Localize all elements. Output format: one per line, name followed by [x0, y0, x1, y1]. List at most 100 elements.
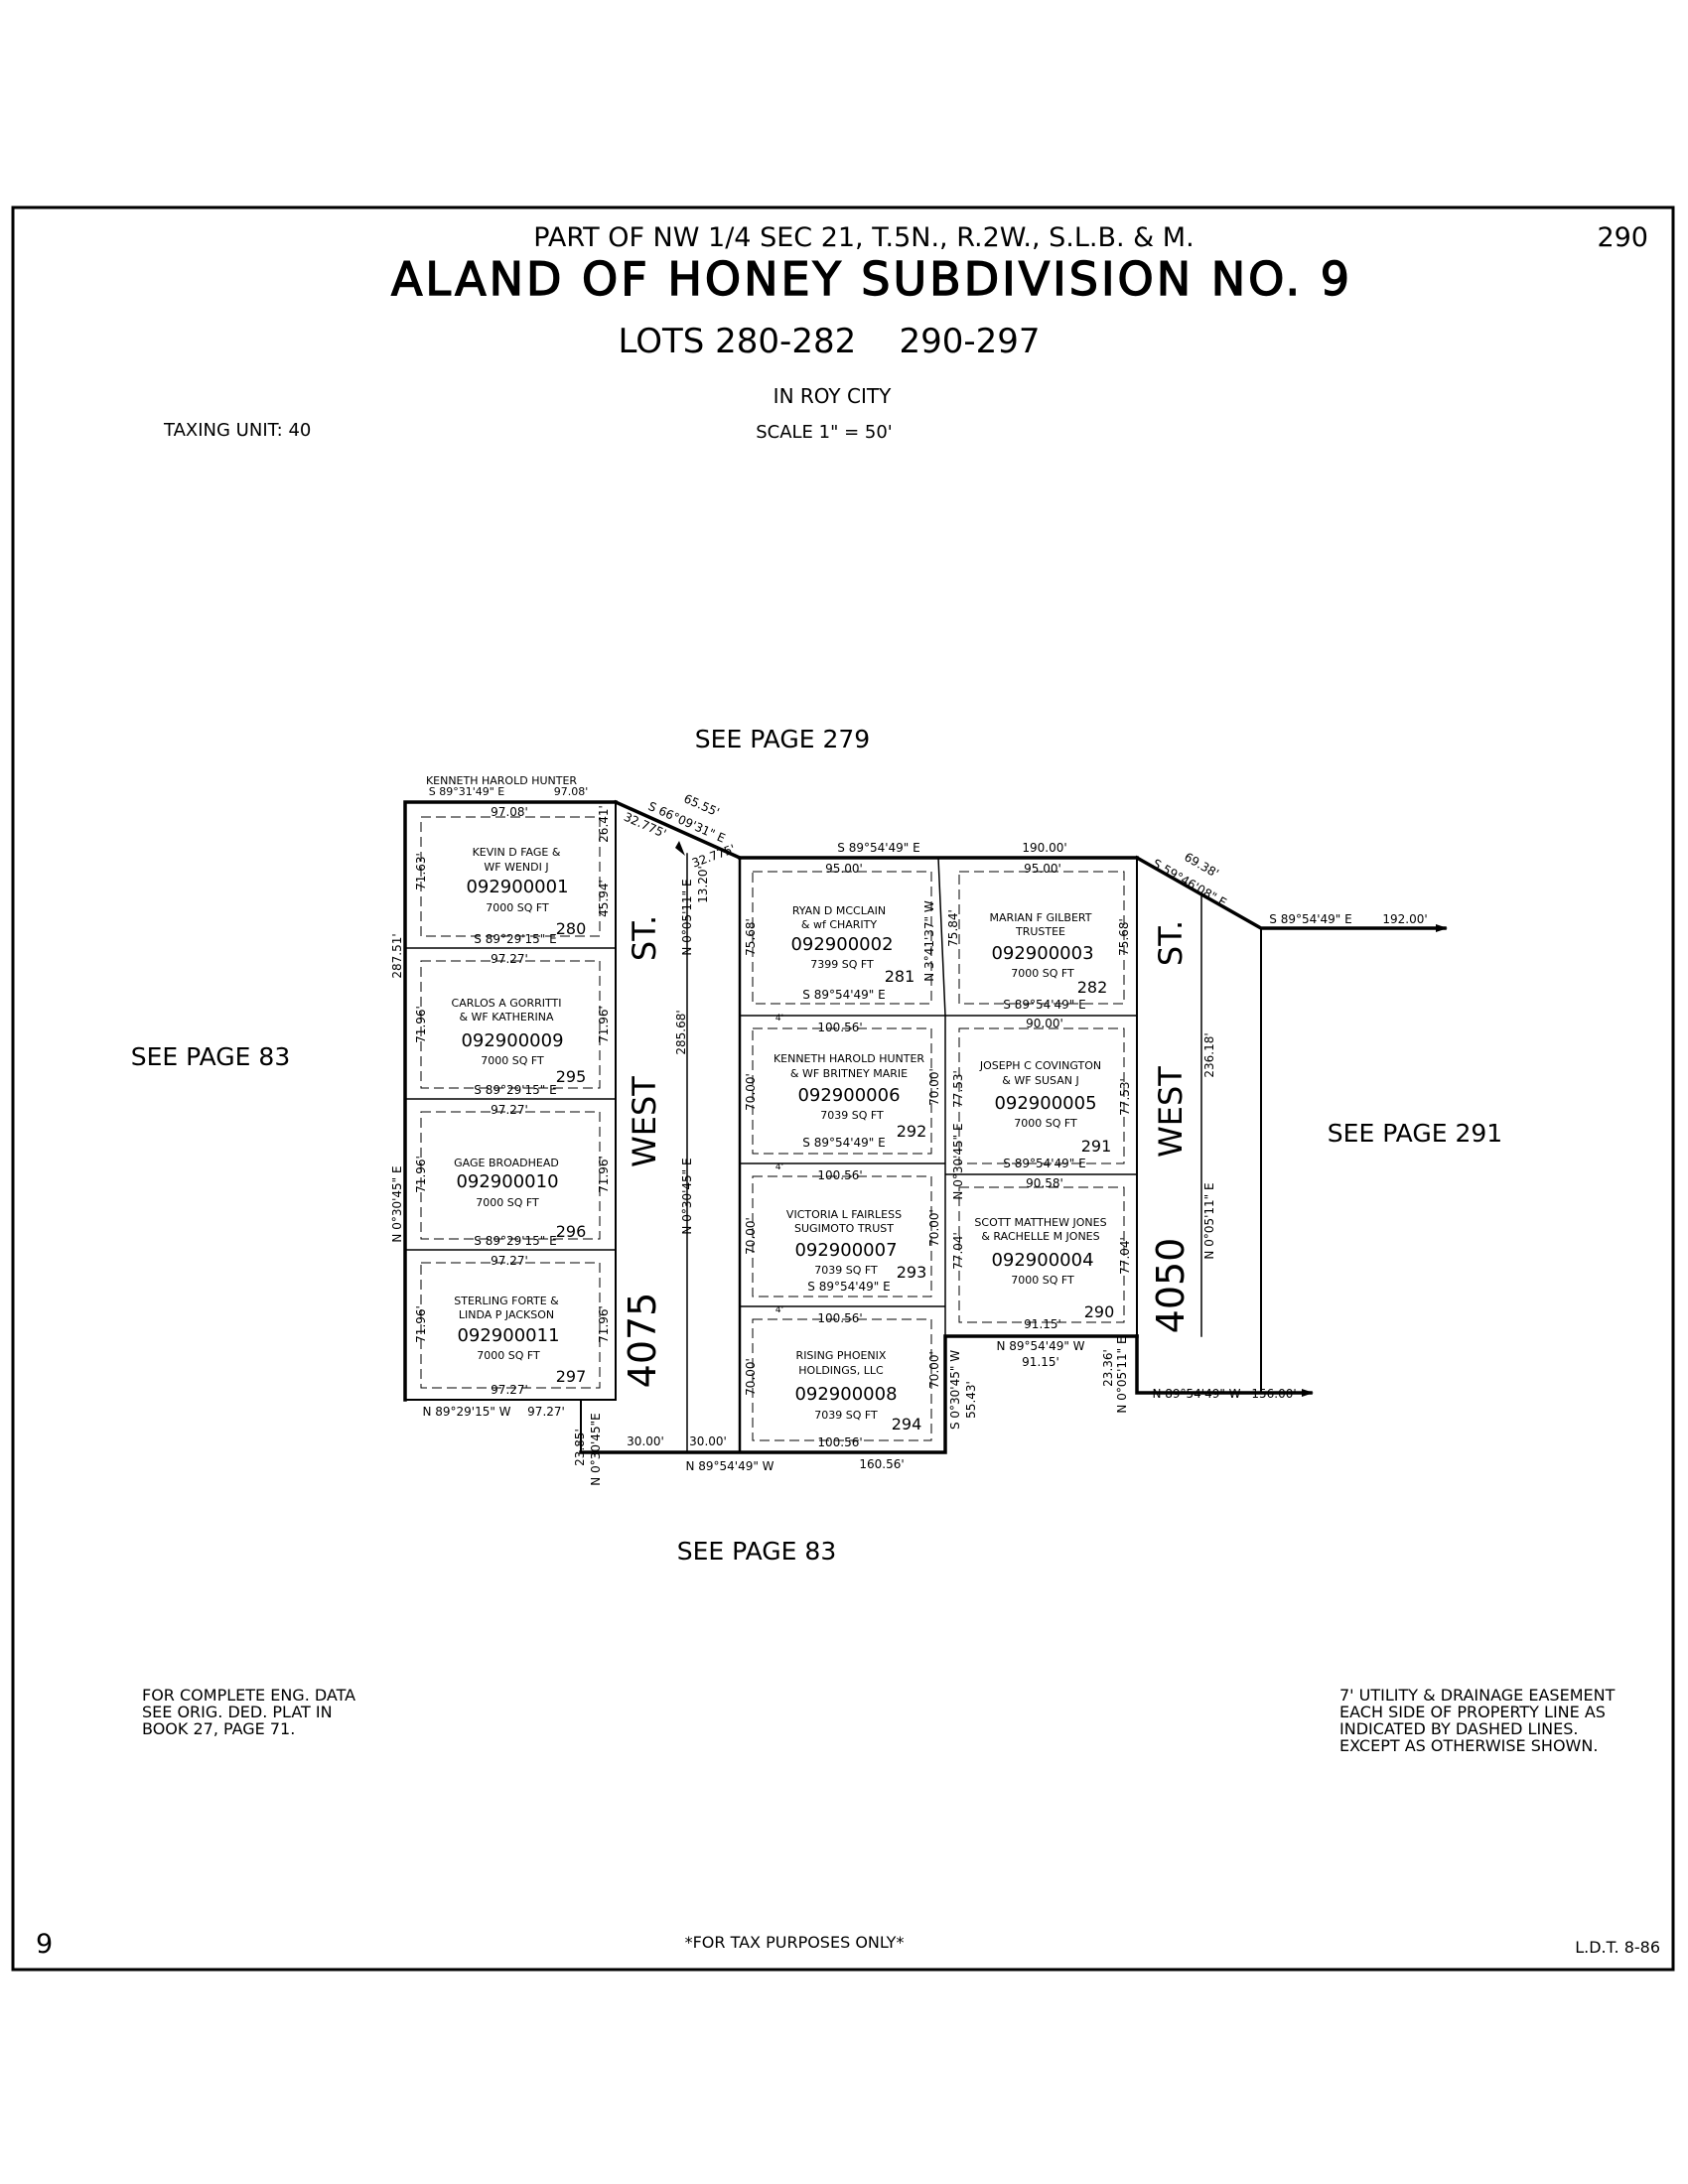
tax-disclaimer: *FOR TAX PURPOSES ONLY*	[685, 1933, 905, 1952]
parcel-owner-2: LINDA P JACKSON	[459, 1308, 554, 1321]
bearing-label: S 0°30'45" W	[948, 1350, 962, 1430]
dim-label: 287.51'	[390, 933, 404, 978]
bearing-label: N 0°05'11" E	[1115, 1336, 1129, 1413]
parcel-owner-2: WF WENDI J	[484, 861, 548, 874]
bearing-label: N 0°30'45" E	[680, 1158, 694, 1234]
parcel-297[interactable]: STERLING FORTE & LINDA P JACKSON 0929000…	[454, 1295, 586, 1386]
dim-label: 97.27'	[491, 1254, 528, 1268]
dim-label: 75.68'	[744, 918, 758, 956]
dim-label: 70.00'	[927, 1351, 941, 1389]
dim-label: 91.15'	[1022, 1355, 1059, 1369]
easement-tick: 4'	[775, 1014, 783, 1024]
dim-label: 71.96'	[414, 1156, 428, 1193]
bearing-label: N 0°30'45"E	[589, 1413, 603, 1485]
bearing-label: N 89°54'49" W	[1152, 1387, 1240, 1401]
parcel-281[interactable]: RYAN D MCCLAIN & wf CHARITY 092900002 73…	[790, 904, 914, 986]
parcel-291[interactable]: JOSEPH C COVINGTON & WF SUSAN J 09290000…	[979, 1059, 1111, 1156]
bearing-label: S 89°29'15" E	[474, 1083, 556, 1097]
dim-label: 71.96'	[597, 1006, 611, 1043]
dim-label: 97.27'	[491, 1103, 528, 1117]
parcel-id: 092900004	[991, 1250, 1093, 1271]
parcel-id: 092900008	[794, 1384, 897, 1405]
bearing-label: N 89°54'49" W	[685, 1459, 774, 1473]
dim-label: 13.20'	[696, 866, 710, 903]
top-owner-label: KENNETH HAROLD HUNTER	[426, 774, 577, 787]
lot-number: 292	[897, 1122, 927, 1141]
dim-label: 95.00'	[1024, 862, 1061, 876]
dim-label: 91.15'	[1024, 1317, 1061, 1331]
city-label: IN ROY CITY	[774, 384, 892, 408]
parcel-id: 092900009	[461, 1030, 563, 1051]
street-4050: WEST ST. 4050	[1149, 920, 1193, 1333]
lot-number: 282	[1077, 978, 1108, 997]
parcel-area: 7000 SQ FT	[1011, 1274, 1074, 1287]
scale-label: SCALE 1" = 50'	[756, 422, 893, 443]
parcel-id: 092900001	[466, 877, 568, 897]
lot-number: 293	[897, 1263, 927, 1282]
parcel-owner-1: VICTORIA L FAIRLESS	[786, 1208, 902, 1221]
parcel-owner-1: KEVIN D FAGE &	[473, 846, 561, 859]
parcel-owner-1: RYAN D MCCLAIN	[792, 904, 886, 917]
dim-label: 77.04'	[951, 1232, 965, 1270]
bearing-label: S 89°54'49" E	[837, 841, 919, 855]
dim-label: 71.96'	[414, 1006, 428, 1043]
dim-label: 70.00'	[927, 1209, 941, 1247]
lot-number: 280	[556, 919, 587, 938]
parcel-id: 092900010	[456, 1171, 558, 1192]
dim-label: 30.00'	[627, 1434, 664, 1448]
parcel-area: 7000 SQ FT	[1011, 967, 1074, 980]
lot-number: 281	[885, 967, 915, 986]
see-page-left: SEE PAGE 83	[131, 1042, 290, 1071]
dim-label: 30.00'	[689, 1434, 727, 1448]
dim-label: 70.00'	[744, 1217, 758, 1255]
easement-note: 7' UTILITY & DRAINAGE EASEMENT EACH SIDE…	[1339, 1686, 1616, 1755]
dim-label: 285.68'	[674, 1010, 688, 1054]
street-4075: WEST ST. 4075	[621, 915, 664, 1388]
sheet-border	[11, 205, 1675, 1972]
street-4075-name: WEST	[626, 1076, 663, 1167]
dim-label: 97.08'	[491, 805, 528, 819]
dim-label: 236.18'	[1202, 1032, 1216, 1077]
dim-label: 100.56'	[817, 1168, 862, 1182]
bearing-label: S 89°54'49" E	[802, 988, 885, 1002]
dim-label: 70.00'	[927, 1068, 941, 1106]
sheet-number: 9	[36, 1929, 53, 1960]
parcel-owner-2: & WF BRITNEY MARIE	[790, 1067, 908, 1080]
dim-label: 90.00'	[1026, 1017, 1063, 1030]
lot-number: 294	[892, 1415, 922, 1433]
parcel-owner-2: & RACHELLE M JONES	[981, 1230, 1099, 1243]
parcel-owner-1: KENNETH HAROLD HUNTER	[774, 1052, 924, 1065]
dim-label: 156.00'	[1251, 1387, 1296, 1401]
parcel-area: 7000 SQ FT	[476, 1196, 539, 1209]
parcel-id: 092900002	[790, 934, 893, 955]
parcel-295[interactable]: CARLOS A GORRITTI & WF KATHERINA 0929000…	[452, 997, 587, 1086]
note-line: INDICATED BY DASHED LINES.	[1339, 1719, 1579, 1738]
boundary-lines	[403, 799, 1447, 1454]
dim-label: 97.27'	[527, 1405, 565, 1419]
bearing-label: N 0°30'45" E	[951, 1123, 965, 1199]
parcel-id: 092900007	[794, 1240, 897, 1261]
note-line: BOOK 27, PAGE 71.	[142, 1719, 295, 1738]
parcel-owner-2: & wf CHARITY	[801, 918, 878, 931]
dim-label: 100.56'	[817, 1311, 862, 1325]
lot-lines	[405, 857, 1137, 1452]
bearing-label: N 0°05'11" E	[680, 879, 694, 955]
parcel-290[interactable]: SCOTT MATTHEW JONES & RACHELLE M JONES 0…	[974, 1216, 1114, 1321]
dim-label: 97.27'	[491, 952, 528, 966]
bearing-label: N 0°30'45" E	[390, 1165, 404, 1242]
lot-number: 296	[556, 1222, 587, 1241]
parcel-296[interactable]: GAGE BROADHEAD 092900010 7000 SQ FT 296	[454, 1157, 586, 1241]
parcel-282[interactable]: MARIAN F GILBERT TRUSTEE 092900003 7000 …	[990, 911, 1108, 997]
lot-number: 295	[556, 1067, 587, 1086]
parcel-292[interactable]: KENNETH HAROLD HUNTER & WF BRITNEY MARIE…	[774, 1052, 926, 1141]
note-line: 7' UTILITY & DRAINAGE EASEMENT	[1339, 1686, 1616, 1705]
dim-label: 100.56'	[817, 1435, 862, 1449]
parcel-280[interactable]: KEVIN D FAGE & WF WENDI J 092900001 7000…	[466, 846, 586, 938]
lot-number: 290	[1084, 1302, 1115, 1321]
bearing-label: N 0°05'11" E	[1202, 1182, 1216, 1259]
dim-label: 75.84'	[946, 909, 960, 947]
parcel-293[interactable]: VICTORIA L FAIRLESS SUGIMOTO TRUST 09290…	[786, 1208, 926, 1282]
parcel-294[interactable]: RISING PHOENIX HOLDINGS, LLC 092900008 7…	[794, 1349, 921, 1433]
parcel-id: 092900006	[797, 1085, 900, 1106]
